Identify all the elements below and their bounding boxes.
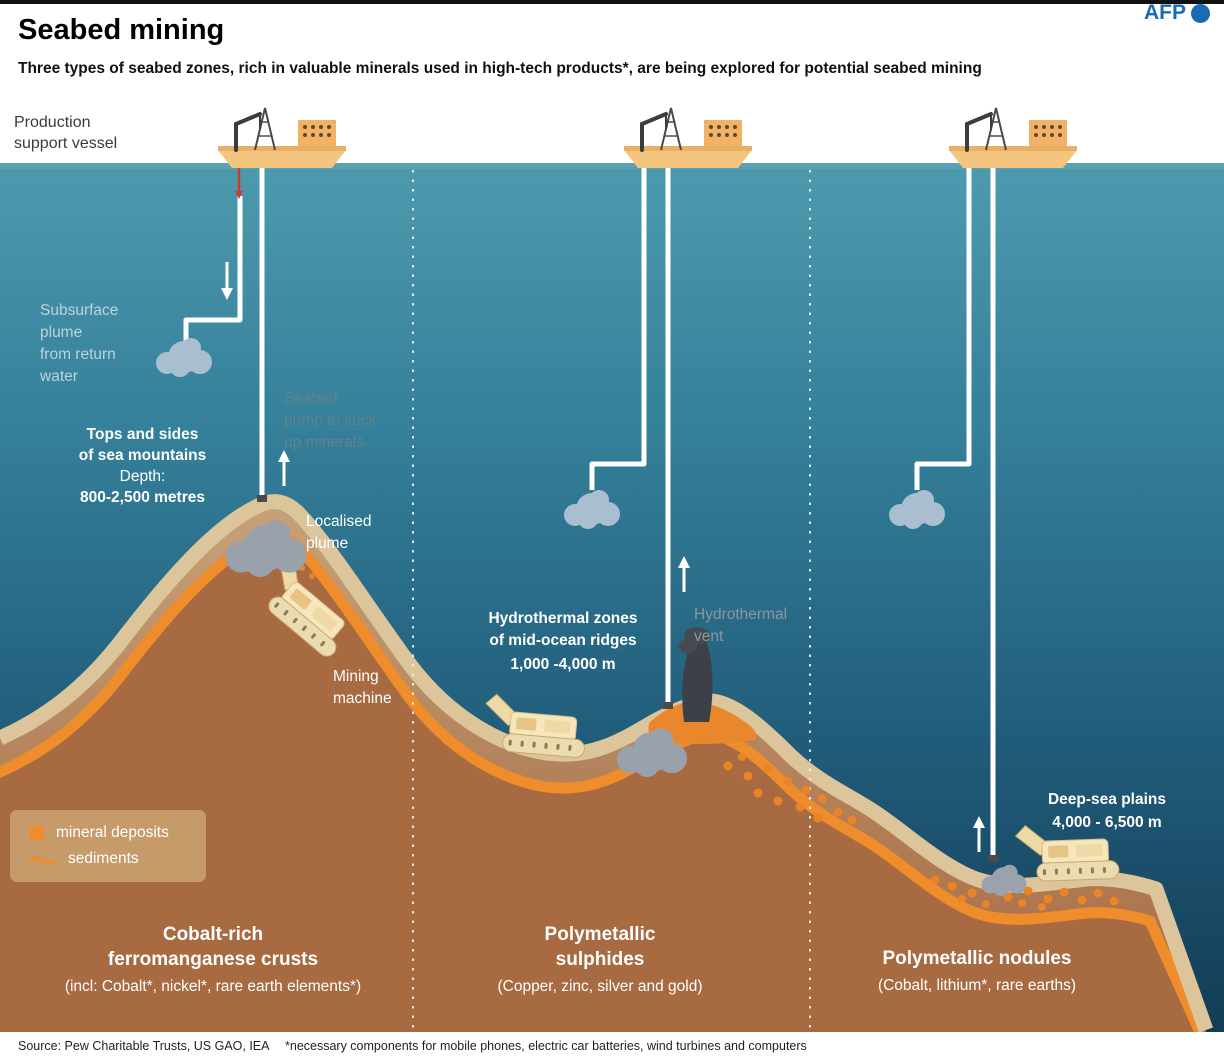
label-zone1-depth-caption: Depth: [119,468,166,485]
label-localised-plume: Localised plume [306,513,372,552]
production-vessel-right [947,106,1079,170]
return-pipe-right [914,150,972,490]
zone-crusts-subtitle: (incl: Cobalt*, nickel*, rare earth elem… [64,978,362,995]
footer: Source: Pew Charitable Trusts, US GAO, I… [0,1032,1224,1060]
page-title: Seabed mining [18,14,225,46]
legend: mineral deposits sediments [10,810,206,882]
label-seabed-pump: Seabed pump to suck up minerals [284,390,377,451]
pipe-tips [257,495,998,862]
mineral-deposit-swatch-icon [30,826,44,840]
footnote: *necessary components for mobile phones,… [285,1039,807,1053]
label-zone3-depth: 4,000 - 6,500 m [1052,814,1162,831]
legend-sediments-label: sediments [68,850,139,867]
hydrothermal-vent [648,627,757,744]
zone-caption-sulphides: Polymetallic sulphides (Copper, zinc, si… [425,922,775,996]
label-zone1-feature: Tops and sides of sea mountains [78,426,207,464]
zone-crusts-title: Cobalt-rich ferromanganese crusts [107,924,319,970]
production-vessel-left [216,106,348,170]
label-hydrothermal-vent: Hydrothermal vent [694,606,788,645]
legend-item-mineral-deposits: mineral deposits [10,820,206,846]
page-subtitle: Three types of seabed zones, rich in val… [18,60,982,77]
sediments-wave-icon [30,856,56,865]
label-production-vessel: Production support vessel [14,114,118,152]
label-zone2-feature: Hydrothermal zones of mid-ocean ridges [488,610,638,649]
zone-sulphides-subtitle: (Copper, zinc, silver and gold) [497,978,703,995]
zone-caption-crusts: Cobalt-rich ferromanganese crusts (incl:… [18,922,408,996]
return-pipe-mid [589,150,647,490]
return-pipe-left [183,196,243,342]
production-vessel-mid [622,106,754,170]
flow-arrows [221,262,985,852]
label-zone1-depth: 800-2,500 metres [80,489,205,506]
source-credit: Source: Pew Charitable Trusts, US GAO, I… [18,1039,270,1053]
afp-logo: AFP [1144,1,1210,25]
drill-string-red-tip [235,191,243,199]
legend-mineral-label: mineral deposits [56,824,169,841]
zone-nodules-title: Polymetallic nodules [882,948,1072,969]
label-zone2-depth: 1,000 -4,000 m [510,656,616,673]
mineral-deposits [292,557,1119,911]
afp-logo-text: AFP [1144,1,1186,24]
label-zone3-feature: Deep-sea plains [1047,791,1167,808]
pipes [183,150,996,858]
label-subsurface-plume: Subsurface plume from return water [40,302,119,385]
zone-sulphides-title: Polymetallic sulphides [544,924,656,970]
afp-logo-dot-icon [1191,3,1210,23]
top-rule [0,0,1224,4]
legend-item-sediments: sediments [10,846,206,872]
zone-nodules-subtitle: (Cobalt, lithium*, rare earths) [877,977,1077,994]
seafloor-surface [0,494,1214,1033]
label-mining-machine: Mining machine [333,668,392,707]
sediments-band [0,530,1205,1036]
zone-caption-nodules: Polymetallic nodules (Cobalt, lithium*, … [812,946,1142,995]
